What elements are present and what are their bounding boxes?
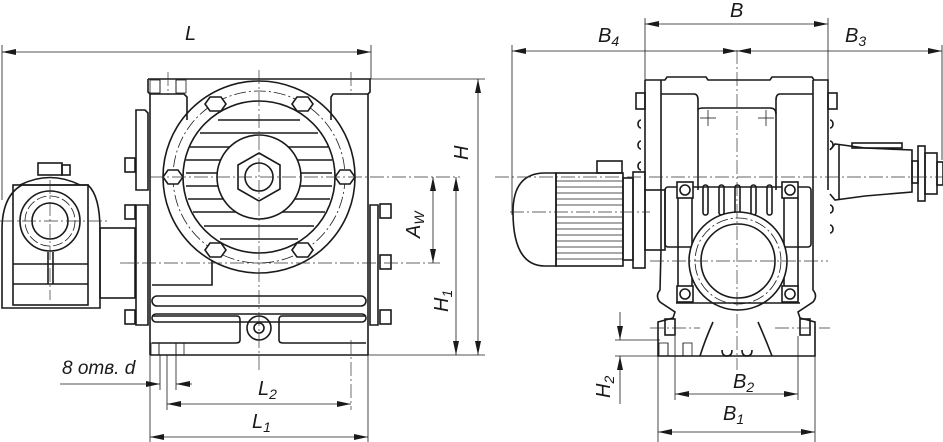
label-B2: B2 bbox=[733, 371, 754, 395]
dimension-B2 bbox=[674, 336, 799, 400]
front-view bbox=[0, 45, 485, 442]
dimension-H2 bbox=[615, 312, 660, 357]
label-L1: L1 bbox=[252, 411, 271, 435]
label-Aw: AW bbox=[403, 210, 427, 239]
motor-terminal-box bbox=[596, 160, 623, 174]
dimension-L2 bbox=[166, 355, 351, 410]
label-B3: B3 bbox=[845, 25, 866, 49]
mounting-feet bbox=[650, 249, 830, 357]
label-B: B bbox=[730, 0, 743, 22]
label-L: L bbox=[185, 23, 196, 45]
dimension-hole-d bbox=[60, 355, 192, 390]
flange-section-hatch-top-left bbox=[149, 79, 161, 94]
motor-cooling-fins bbox=[556, 180, 623, 260]
dimension-B3 bbox=[737, 45, 943, 160]
side-view bbox=[495, 18, 943, 442]
label-holes-d: 8 отв. d bbox=[62, 358, 137, 379]
cover-bolts bbox=[162, 96, 356, 258]
input-motor-end bbox=[1, 162, 136, 309]
output-shaft-hex-icon bbox=[237, 152, 281, 202]
dimension-B1 bbox=[657, 356, 816, 442]
label-B4: B4 bbox=[598, 25, 619, 49]
dimension-H bbox=[368, 78, 485, 356]
label-H2: H2 bbox=[593, 376, 617, 398]
label-L2: L2 bbox=[258, 378, 277, 402]
dimension-B bbox=[644, 18, 829, 80]
input-shaft-right bbox=[829, 142, 943, 202]
dimension-labels: L H AW H1 L2 L1 8 отв. d B B4 B3 B2 B1 H… bbox=[62, 0, 866, 435]
dimension-B4 bbox=[511, 45, 737, 215]
dimension-L bbox=[1, 45, 372, 200]
electric-motor bbox=[512, 160, 666, 269]
worm-housing-side bbox=[664, 181, 812, 311]
label-H: H bbox=[451, 145, 473, 160]
label-H1: H1 bbox=[431, 290, 455, 312]
dimension-L1 bbox=[149, 355, 369, 442]
label-B1: B1 bbox=[723, 403, 744, 427]
flange-section-hatch-top-right bbox=[175, 79, 187, 94]
